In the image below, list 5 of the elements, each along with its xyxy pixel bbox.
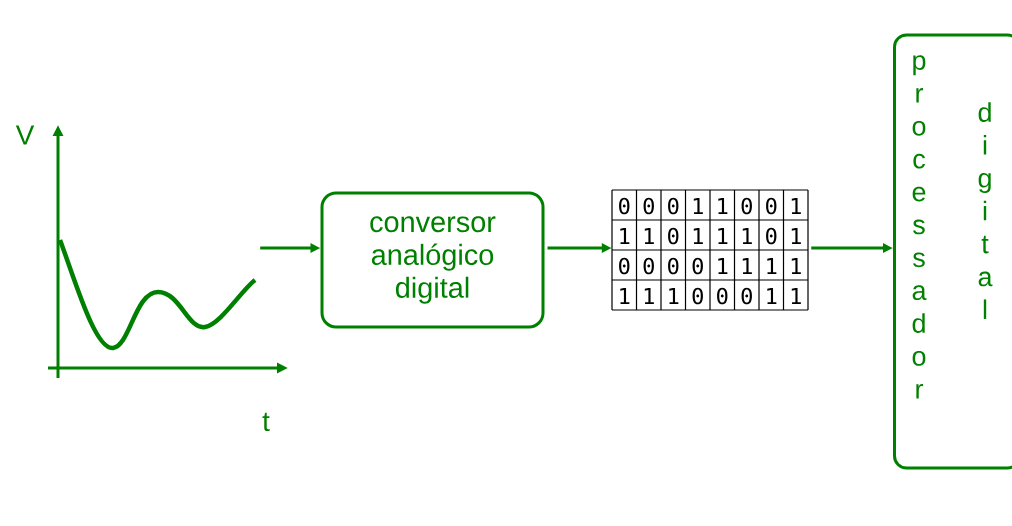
binary-table: 0 0 0 1 1 0 0 1 1 1 0 1 1 1 0 1 0 0 0 0 1 1 1 1 1 1 1 0 0 0 1 1 [611,189,809,311]
processor-box: processador digital [893,33,1012,470]
axis-label: t [262,412,270,432]
axis-label: V [15,125,35,145]
converter-box: conversor analógico digital [320,191,545,329]
